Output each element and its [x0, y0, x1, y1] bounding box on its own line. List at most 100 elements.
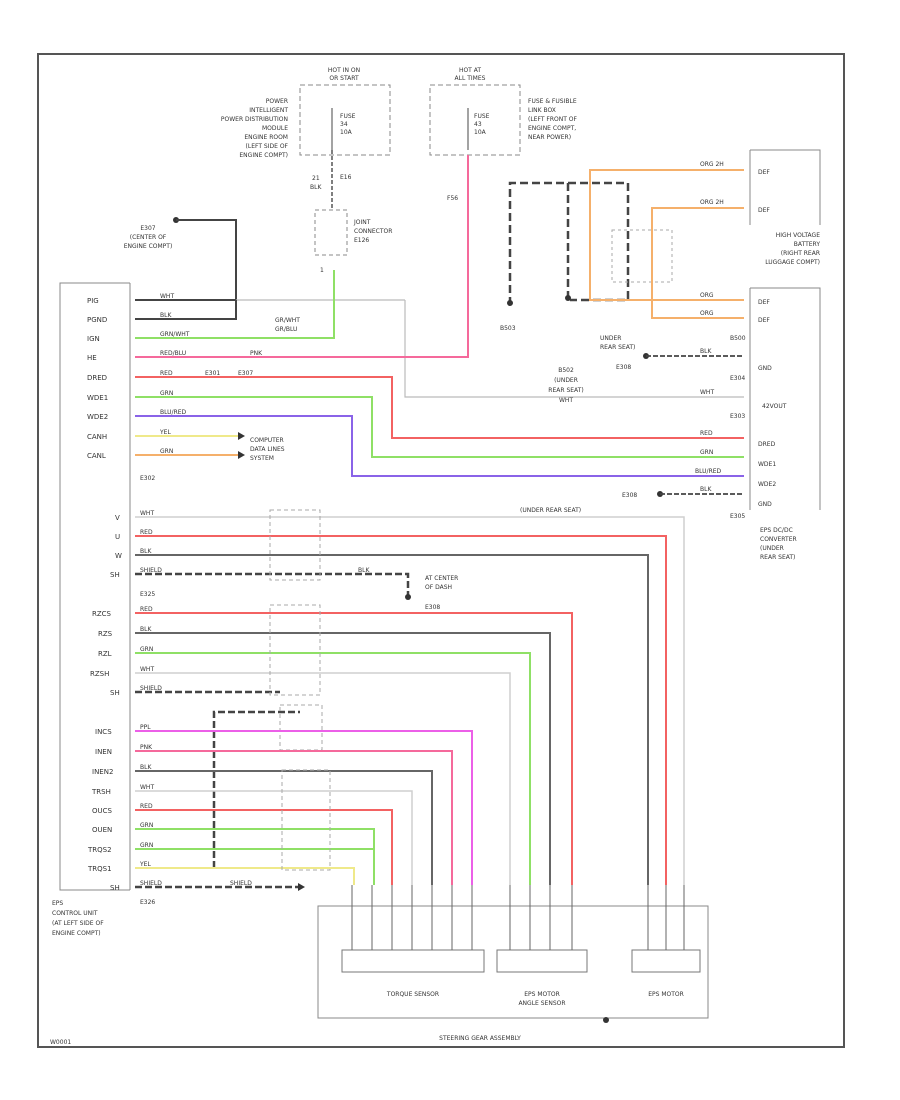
e307-conn-label: E307 — [238, 370, 253, 377]
at-center-1: AT CENTER — [425, 575, 458, 582]
grwht-2: GR/BLU — [275, 326, 297, 333]
dcdc-wire-7: BLU/RED — [695, 468, 722, 475]
wire-rzl: RZL GRN — [98, 646, 531, 885]
hv-battery: DEF DEF HIGH VOLTAGE BATTERY (RIGHT REAR… — [749, 149, 821, 266]
hv-line1: HIGH VOLTAGE — [776, 232, 820, 239]
dcdc-wire-1: ORG — [700, 292, 714, 299]
pin-canl: CANL — [87, 452, 106, 460]
joint-pin: 1 — [320, 267, 324, 274]
pin-rzl: RZL — [98, 650, 112, 658]
wire-trsh-color: WHT — [140, 784, 154, 791]
ipdm-line7: ENGINE COMPT) — [239, 152, 288, 159]
fuse-right-label: FUSE — [474, 113, 490, 120]
hv-line4: LUGGAGE COMPT) — [765, 259, 820, 266]
eps-motor-connector — [631, 949, 701, 973]
fusebox-line2: LINK BOX — [528, 107, 556, 114]
e307-line1: E307 — [140, 225, 155, 232]
ipdm-line5: ENGINE ROOM — [244, 134, 288, 141]
wire-wde2-color: BLU/RED — [160, 409, 187, 416]
wire-sh-d: SH SHIELD SHIELD — [110, 880, 305, 892]
dcdc-pin-5: DRED — [758, 441, 776, 448]
dcdc-conn-2: E304 — [730, 375, 745, 382]
dcdc-conn-3: E303 — [730, 413, 745, 420]
fusebox-line5: NEAR POWER) — [528, 134, 571, 141]
pin-rzcs: RZCS — [92, 610, 112, 618]
pin-sh-c: SH — [110, 689, 120, 697]
wire-rzsh: RZSH WHT — [90, 666, 511, 885]
wire-canl: CANL GRN — [87, 448, 245, 460]
pin-canh: CANH — [87, 433, 107, 441]
wire-inen2-color: BLK — [140, 764, 152, 771]
dcdc-wire-4: WHT — [700, 389, 714, 396]
eps-unit-line2: CONTROL UNIT — [52, 910, 98, 917]
fuse-right-num: 43 — [474, 121, 482, 128]
fusebox-line1: FUSE & FUSIBLE — [528, 98, 577, 105]
computer-line3: SYSTEM — [250, 455, 274, 462]
pin-trsh: TRSH — [91, 788, 111, 796]
footer-code: W0001 — [50, 1039, 71, 1046]
wire-pgnd-color: BLK — [160, 312, 172, 319]
b502-line1: B502 — [558, 367, 574, 374]
fusebox-line4: ENGINE COMPT, — [528, 125, 576, 132]
wire-trqs2-color: GRN — [140, 842, 153, 849]
e308-lower-2: (UNDER REAR SEAT) — [520, 507, 581, 514]
eps-unit-line3: (AT LEFT SIDE OF — [52, 920, 104, 927]
b502-line4: WHT — [559, 397, 573, 404]
at-center-2: OF DASH — [425, 584, 452, 591]
computer-line2: DATA LINES — [250, 446, 285, 453]
hot-at-all-line1: HOT AT — [459, 67, 481, 74]
hv-line2: BATTERY — [794, 241, 821, 248]
at-center-3: E308 — [425, 604, 440, 611]
dcdc-line2: CONVERTER — [760, 536, 797, 543]
dcdc-pin-7: WDE2 — [758, 481, 776, 488]
shield-tag: SHIELD — [230, 880, 252, 887]
computer-line1: COMPUTER — [250, 437, 284, 444]
dcdc-wire-5: RED — [700, 430, 713, 437]
hv-wire-2: ORG 2H — [700, 199, 724, 206]
wire-ign-color: GRN/WHT — [160, 331, 190, 338]
computer-data-lines: COMPUTER DATA LINES SYSTEM — [250, 437, 285, 462]
wire-trsh: TRSH WHT — [91, 784, 413, 885]
blk-21-color: BLK — [310, 184, 322, 191]
ipdm-line2: INTELLIGENT — [249, 107, 288, 114]
e307-line3: ENGINE COMPT) — [124, 243, 173, 250]
wire-rzsh-color: WHT — [140, 666, 154, 673]
pin-ign: IGN — [87, 335, 100, 343]
e308-lower: E308 BLK (UNDER REAR SEAT) — [520, 486, 744, 514]
wire-sh-b: SH SHIELD BLK — [110, 567, 411, 600]
dcdc-pin-8: GND — [758, 501, 772, 508]
wire-pig: PIG WHT WHT — [87, 219, 744, 398]
dcdc-pin-6: WDE1 — [758, 461, 776, 468]
wire-pgnd: PGND BLK — [87, 300, 237, 324]
dcdc-pin-2: DEF — [758, 317, 770, 324]
wire-trqs2: TRQS2 GRN — [87, 842, 374, 854]
eps-unit-line4: ENGINE COMPT) — [52, 930, 101, 937]
fuse-left-amp: 10A — [340, 129, 353, 136]
hv-pin-2: DEF — [758, 207, 770, 214]
wire-wde2: WDE2 BLU/RED BLU/RED — [87, 409, 744, 477]
pnk-label: PNK — [250, 350, 263, 357]
wire-inen: INEN PNK — [95, 744, 453, 885]
wire-inen2: INEN2 BLK — [92, 764, 433, 885]
wire-rzs-color: BLK — [140, 626, 152, 633]
torque-sensor-connector — [341, 949, 485, 973]
wire-u-color: RED — [140, 529, 153, 536]
fuse-left-label: FUSE — [340, 113, 356, 120]
pin-wde1: WDE1 — [87, 394, 108, 402]
pin-wde2: WDE2 — [87, 413, 108, 421]
pin-w: W — [115, 552, 122, 560]
orange-hv-wires: ORG 2H ORG 2H ORG ORG — [589, 161, 744, 319]
dcdc-wire-6: GRN — [700, 449, 713, 456]
wire-sh-b-color: SHIELD — [140, 567, 162, 574]
e307-line2: (CENTER OF — [130, 234, 167, 241]
e325-label: E325 — [140, 591, 155, 598]
joint-line2: CONNECTOR — [354, 228, 392, 235]
e326-label: E326 — [140, 899, 155, 906]
dcdc-wire-2: ORG — [700, 310, 714, 317]
b503-label: B503 — [500, 325, 516, 332]
eps-motor-label: EPS MOTOR — [648, 991, 684, 998]
eps-control-unit: EPS CONTROL UNIT (AT LEFT SIDE OF ENGINE… — [52, 282, 131, 937]
steering-gear-assembly: TORQUE SENSOR EPS MOTOR ANGLE SENSOR EPS… — [317, 885, 709, 1042]
wire-rzcs-color: RED — [140, 606, 153, 613]
